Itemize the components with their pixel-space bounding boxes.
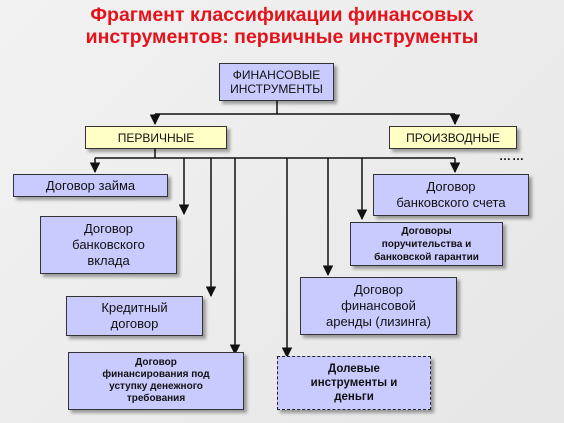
diagram-title: Фрагмент классификации финансовых инстру… — [0, 4, 564, 48]
factoring-line-2: финансирования под — [102, 369, 210, 380]
account-line-2: банковского счета — [396, 195, 506, 210]
equity-line-3: деньги — [334, 391, 374, 403]
guarantee-line-2: поручительства и — [381, 238, 472, 250]
equity-and-money-box: Долевые инструменты и деньги — [277, 356, 431, 410]
factoring-line-4: требования — [126, 393, 186, 404]
derivative-label: ПРОИЗВОДНЫЕ — [406, 130, 500, 145]
equity-line-2: инструменты и — [310, 377, 398, 389]
root-line-2: ИНСТРУМЕНТЫ — [230, 82, 323, 96]
guarantee-agreements-box: Договоры поручительства и банковской гар… — [350, 222, 503, 266]
more-ellipsis: …… — [499, 149, 525, 163]
leasing-agreement-box: Договор финансовой аренды (лизинга) — [300, 277, 457, 335]
factoring-line-3: уступку денежного — [109, 381, 203, 392]
leasing-line-2: финансовой — [341, 298, 416, 313]
root-line-1: ФИНАНСОВЫЕ — [232, 68, 321, 82]
title-line-1: Фрагмент классификации финансовых — [90, 4, 474, 26]
loan-label: Договор займа — [45, 178, 136, 193]
guarantee-line-3: банковской гарантии — [374, 251, 479, 263]
credit-line-2: договор — [110, 316, 159, 331]
primary-category-box: ПЕРВИЧНЫЕ — [85, 126, 227, 149]
primary-label: ПЕРВИЧНЫЕ — [117, 130, 195, 145]
credit-line-1: Кредитный — [101, 300, 168, 315]
equity-line-1: Долевые — [328, 363, 380, 375]
leasing-line-3: аренды (лизинга) — [325, 314, 431, 329]
factoring-agreement-box: Договор финансирования под уступку денеж… — [68, 352, 244, 410]
factoring-line-1: Договор — [135, 357, 177, 368]
loan-agreement-box: Договор займа — [13, 174, 168, 197]
bank-deposit-box: Договор банковского вклада — [40, 216, 177, 274]
deposit-line-1: Договор — [83, 221, 134, 236]
derivative-category-box: ПРОИЗВОДНЫЕ — [389, 126, 517, 149]
credit-agreement-box: Кредитный договор — [66, 296, 203, 336]
guarantee-line-1: Договоры — [401, 225, 452, 237]
deposit-line-2: банковского — [72, 237, 145, 252]
financial-instruments-box: ФИНАНСОВЫЕ ИНСТРУМЕНТЫ — [219, 63, 334, 101]
deposit-line-3: вклада — [87, 253, 130, 268]
leasing-line-1: Договор — [353, 282, 404, 297]
title-line-2: инструментов: первичные инструменты — [85, 26, 479, 48]
bank-account-box: Договор банковского счета — [373, 174, 529, 216]
account-line-1: Договор — [426, 179, 476, 194]
